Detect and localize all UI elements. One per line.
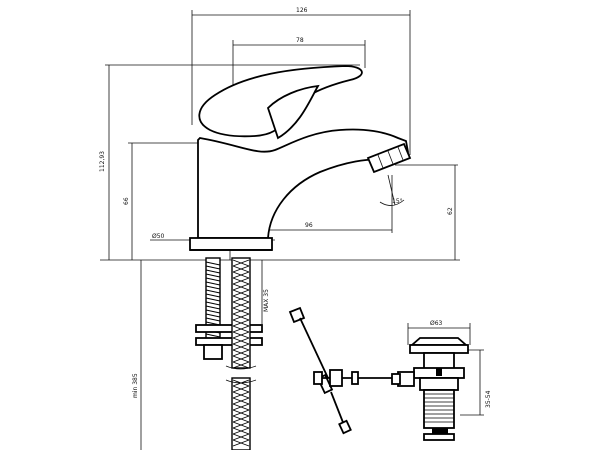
braid-mark xyxy=(232,433,250,441)
thread-mark xyxy=(205,265,221,270)
angle-line xyxy=(387,174,396,206)
thread-mark xyxy=(205,277,221,282)
braid-mark xyxy=(232,337,250,345)
braid-mark xyxy=(232,403,250,411)
braid-mark xyxy=(232,385,250,393)
braid-mark xyxy=(232,397,250,405)
braid-mark xyxy=(232,289,250,297)
thread-mark xyxy=(205,281,221,286)
rod-end xyxy=(338,419,352,435)
threaded-rod xyxy=(205,257,221,349)
braid-mark xyxy=(232,439,250,447)
braid-mark xyxy=(232,259,250,267)
waste-flange xyxy=(409,344,469,354)
dim-label-96: 96 xyxy=(305,222,313,229)
thread-mark xyxy=(205,305,221,310)
dim-label-112: 112,93 xyxy=(99,151,106,172)
waste-nut-mark xyxy=(436,368,442,376)
braid-mark xyxy=(232,307,250,315)
base-plate xyxy=(189,237,273,251)
braid-mark xyxy=(232,271,250,279)
braid-mark xyxy=(232,427,250,435)
dim-label-50: Ø50 xyxy=(152,233,165,240)
linkage-clip-left xyxy=(313,371,323,385)
thread-mark xyxy=(205,317,221,322)
dim-label-78: 78 xyxy=(296,37,304,44)
thread-mark xyxy=(205,301,221,306)
linkage-clip-mid xyxy=(329,369,343,387)
thread-mark xyxy=(205,261,221,266)
dim-label-63: Ø63 xyxy=(430,320,443,327)
braided-hose-upper xyxy=(231,257,251,369)
waste-threads xyxy=(424,393,454,423)
thread-mark xyxy=(205,297,221,302)
braid-mark xyxy=(232,415,250,423)
braid-mark xyxy=(232,295,250,303)
braid-mark xyxy=(232,355,250,363)
waste-plug-cap xyxy=(409,337,469,346)
braid-mark xyxy=(232,301,250,309)
thread-mark xyxy=(205,333,221,338)
washer-lower xyxy=(195,337,263,346)
braid-mark xyxy=(232,343,250,351)
break-line-2 xyxy=(225,379,257,384)
pivot-nut xyxy=(391,373,401,385)
thread-mark xyxy=(205,273,221,278)
braid-mark xyxy=(232,277,250,285)
dim-label-3554: 35-54 xyxy=(485,390,492,408)
braid-mark xyxy=(232,265,250,273)
thread-mark xyxy=(205,293,221,298)
break-line-1 xyxy=(225,365,257,370)
thread-mark xyxy=(205,313,221,318)
braid-mark xyxy=(232,409,250,417)
braided-hose-lower xyxy=(231,377,251,450)
dim-label-385: min 385 xyxy=(132,373,139,398)
thread-mark xyxy=(205,285,221,290)
braid-mark xyxy=(232,361,250,369)
dim-label-15: 15° xyxy=(392,198,403,205)
braid-mark xyxy=(232,325,250,333)
rod-knob xyxy=(288,306,306,324)
braid-mark xyxy=(232,283,250,291)
thread-mark xyxy=(205,309,221,314)
dim-label-126: 126 xyxy=(296,7,308,14)
waste-body-mid xyxy=(419,377,459,391)
dim-label-62: 62 xyxy=(447,207,454,215)
braid-mark xyxy=(232,331,250,339)
pull-rod xyxy=(299,317,329,379)
thread-mark xyxy=(205,289,221,294)
aerator-line-3 xyxy=(397,146,404,161)
washer-upper xyxy=(195,324,263,333)
dim-label-max35: MAX 35 xyxy=(263,289,270,312)
waste-bottom-washer xyxy=(423,433,455,441)
braid-mark xyxy=(232,391,250,399)
dim-label-66: 66 xyxy=(123,197,130,205)
angle-arc xyxy=(379,199,405,206)
aerator-line-1 xyxy=(377,154,384,169)
nut xyxy=(203,344,223,360)
linkage-clip-right xyxy=(351,371,359,385)
braid-mark xyxy=(232,349,250,357)
braid-mark xyxy=(232,421,250,429)
waste-bottom-nut xyxy=(432,428,448,434)
aerator-line-2 xyxy=(387,150,394,165)
thread-mark xyxy=(205,269,221,274)
faucet-body xyxy=(197,128,409,239)
braid-mark xyxy=(232,319,250,327)
braid-mark xyxy=(232,313,250,321)
handle-cap xyxy=(266,84,320,140)
